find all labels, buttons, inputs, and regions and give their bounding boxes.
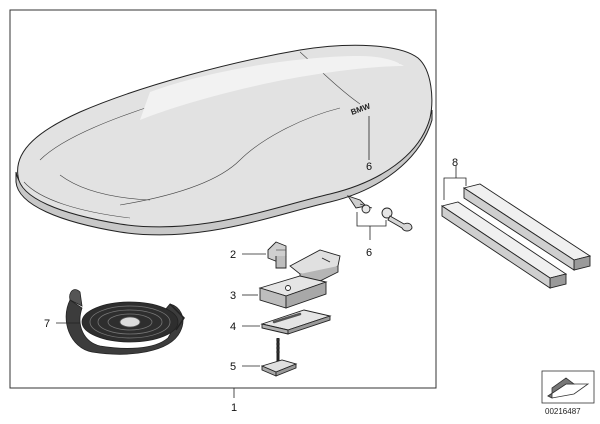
label-item-6-lock: 6 [366,247,372,259]
label-item-3: 3 [230,290,236,302]
mounting-rails [440,166,592,289]
label-item-2: 2 [230,249,236,261]
label-item-1: 1 [231,402,237,414]
diagram-number: 00216487 [545,407,581,416]
label-item-7: 7 [44,318,50,330]
clamp-plate [260,309,332,335]
label-item-5: 5 [230,361,236,373]
t-bolt [260,338,298,377]
clamp-knob [267,241,287,269]
assembly-frame [9,9,437,389]
reference-icon-box [541,370,595,404]
label-item-4: 4 [230,321,236,333]
clamp-block [258,275,328,309]
roof-box-illustration [15,44,433,236]
label-item-6-box: 6 [366,161,372,173]
lock-cylinder-parts [346,195,413,240]
label-item-8: 8 [452,157,458,169]
tape-roll [65,289,185,355]
